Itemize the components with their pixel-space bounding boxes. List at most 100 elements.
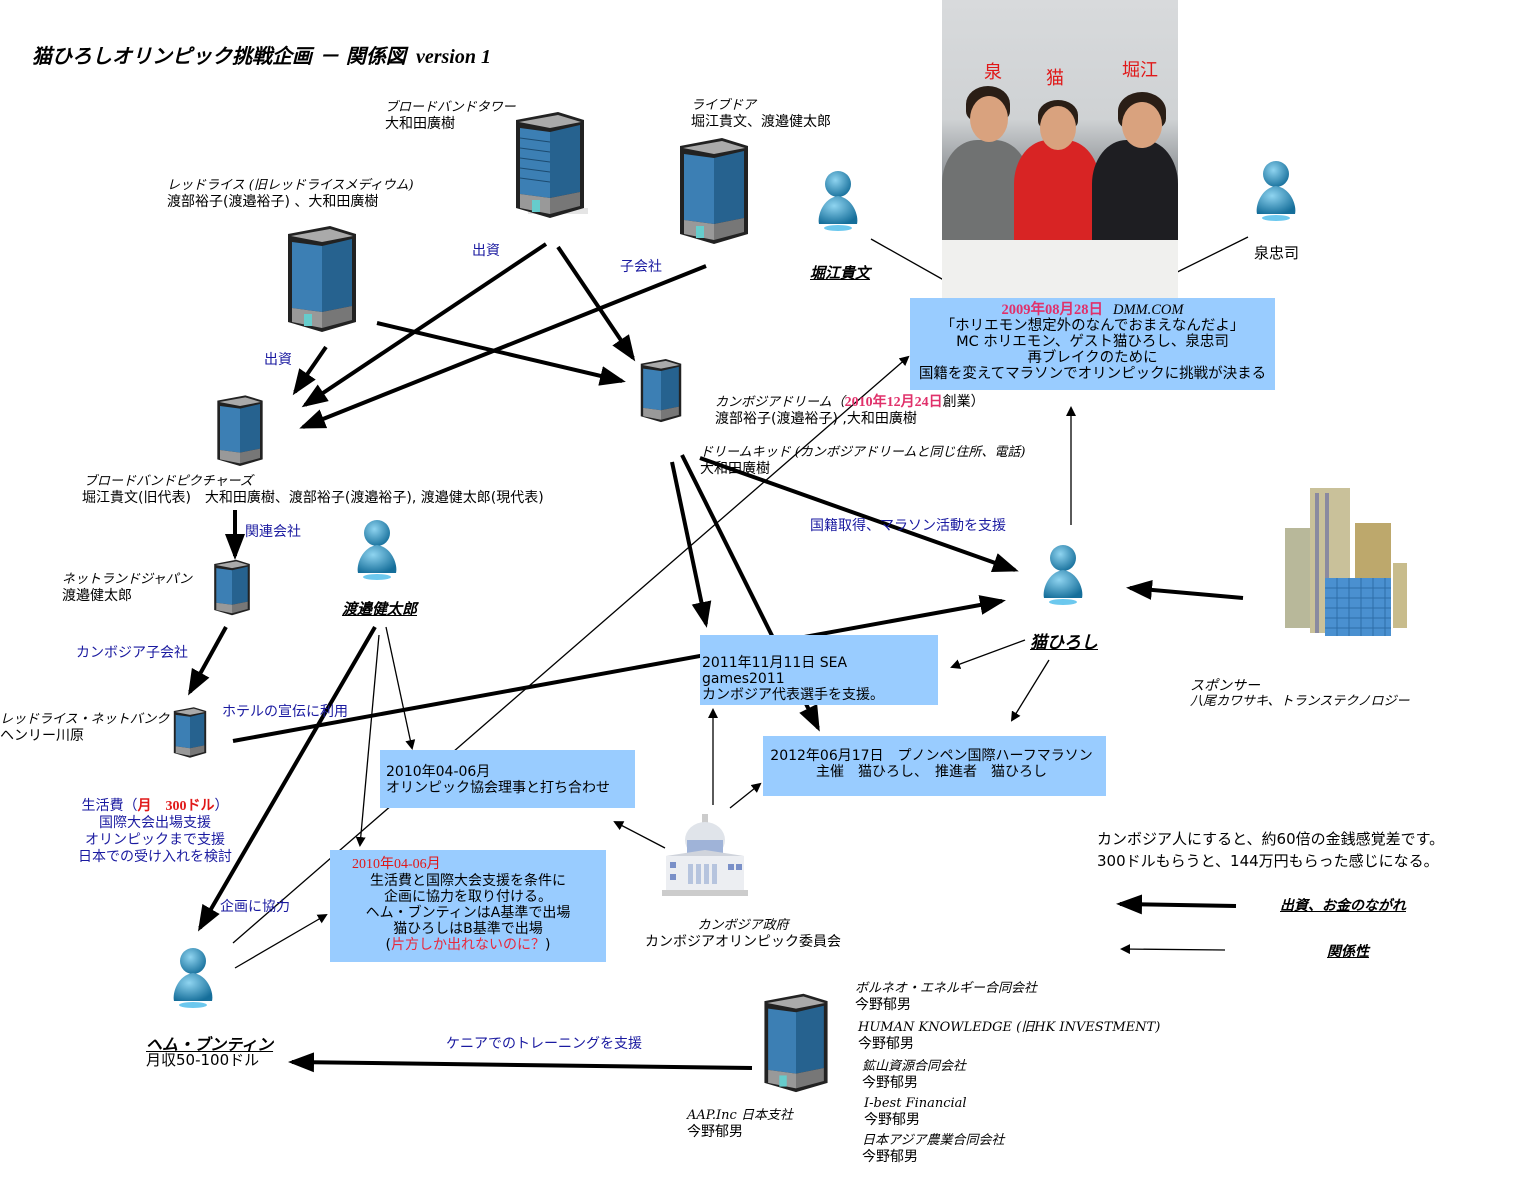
- edge-neko-to-phnompenh: [1010, 659, 1050, 722]
- company-people: 今野郁男: [858, 1036, 914, 1052]
- building-icon: [764, 993, 828, 1093]
- sponsor-names: 八尾カワサキ、トランステクノロジー: [1190, 694, 1410, 709]
- edge-netbank-to-neko: [232, 595, 1006, 743]
- edge-hem-to-dmm: [232, 355, 910, 944]
- company-name: 鉱山資源合同会社: [862, 1059, 967, 1074]
- label-dream-kid: ドリームキッド (カンボジアドリームと同じ住所、電話) 大和田廣樹: [700, 445, 1026, 477]
- company-name: ネットランドジャパン: [62, 572, 193, 587]
- building-icon: [217, 395, 263, 466]
- legend-thick-line: [1116, 894, 1237, 915]
- office-towers-icon: [1285, 488, 1407, 636]
- company-name: カンボジアドリーム（: [715, 395, 845, 410]
- company-name: ブロードバンドピクチャーズ: [84, 474, 253, 489]
- event-date: 2010年04-06月: [352, 857, 441, 872]
- label-cambodia-dream: カンボジアドリーム（2010年12月24日創業） 渡部裕子(渡邉裕子) ,大和田…: [715, 394, 985, 427]
- title-version: version 1: [415, 46, 491, 68]
- edge-label-nationality-support: 国籍取得、マラソン活動を支援: [810, 518, 1006, 534]
- edge-dream-to-seagames: [670, 461, 712, 628]
- edge-dreamkid-to-neko: [699, 456, 1019, 573]
- building-icon: [288, 226, 356, 332]
- person-name-izumi: 泉忠司: [1254, 244, 1300, 262]
- company-name: レッドライス (旧レッドライスメディウム): [167, 178, 414, 193]
- edge-watanabe-to-agreement: [355, 634, 380, 847]
- edge-label-subsidiary: 子会社: [620, 259, 662, 275]
- legend-thin-line: [1120, 944, 1226, 955]
- edge-label-cambodia-subsidiary: カンボジア子会社: [76, 645, 188, 661]
- living-line: 日本での受け入れを検討: [78, 849, 232, 865]
- label-broadband-pictures: ブロードバンドピクチャーズ 堀江貴文(旧代表) 大和田廣樹、渡部裕子(渡邉裕子)…: [82, 474, 544, 506]
- event-source: DMM.COM: [1113, 302, 1184, 318]
- legend-relation: 関係性: [1327, 944, 1369, 960]
- title-text: 猫ひろしオリンピック挑戦企画 － 関係図: [32, 44, 406, 68]
- event-box-phnom-penh: 2012年06月17日 プノンペン国際ハーフマラソン 主催 猫ひろし、 推進者 …: [763, 736, 1106, 796]
- company-people: 渡部裕子(渡邉裕子) 、大和田廣樹: [167, 194, 379, 210]
- note-line: カンボジア人にすると、約60倍の金銭感覚差です。: [1097, 830, 1445, 848]
- living-suffix: ）: [214, 798, 229, 814]
- label-aap-related-1: HUMAN KNOWLEDGE (旧HK INVESTMENT) 今野郁男: [858, 1020, 1160, 1052]
- edge-label-invest-1: 出資: [472, 243, 500, 259]
- edge-watanabe-to-hem: [197, 625, 377, 932]
- founding-date: 2010年12月24日: [844, 395, 943, 410]
- edge-label-cooperate: 企画に協力: [220, 899, 290, 915]
- company-name: HUMAN KNOWLEDGE (旧HK INVESTMENT): [858, 1020, 1161, 1035]
- event-alert-note: 片方しか出れないのに？: [391, 937, 545, 953]
- person-icon-izumi: [1256, 161, 1296, 221]
- label-redrice: レッドライス (旧レッドライスメディウム) 渡部裕子(渡邉裕子) 、大和田廣樹: [167, 178, 414, 210]
- company-people: 今野郁男: [687, 1124, 743, 1140]
- company-people: 今野郁男: [864, 1112, 920, 1128]
- label-livedoor: ライブドア 堀江貴文、渡邉健太郎: [691, 98, 831, 130]
- event-line: 猫ひろしはB基準で出場: [393, 921, 543, 937]
- edge-livedoor-to-bbpictures: [299, 264, 707, 429]
- company-people: 今野郁男: [862, 1149, 918, 1165]
- company-name: ボルネオ・エネルギー合同会社: [855, 981, 1038, 996]
- company-people: 大和田廣樹: [385, 116, 455, 132]
- edge-sponsor-to-neko: [1126, 579, 1244, 600]
- building-icon: [173, 707, 207, 758]
- event-line: 主催 猫ひろし、 推進者 猫ひろし: [816, 764, 1047, 780]
- person-icon-watanabe: [357, 520, 397, 580]
- edge-label-hotel: ホテルの宣伝に利用: [222, 704, 348, 720]
- company-people: 堀江貴文(旧代表) 大和田廣樹、渡部裕子(渡邉裕子), 渡邉健太郎(現代表): [82, 490, 544, 506]
- event-line: オリンピック協会理事と打ち合わせ: [386, 780, 610, 796]
- company-people: 堀江貴文、渡邉健太郎: [691, 114, 831, 130]
- edge-redrice-to-bbpictures: [292, 345, 328, 396]
- photo-label-neko: 猫: [1046, 68, 1064, 89]
- edge-hem-to-agreement: [234, 913, 328, 969]
- edge-redrice-to-cambodiadream: [376, 321, 626, 386]
- edge-neko-to-seagames: [950, 639, 1026, 669]
- company-name: AAP.Inc 日本支社: [687, 1108, 793, 1123]
- company-name: レッドライス・ネットバンク: [0, 712, 170, 727]
- edge-gov-to-meeting: [613, 821, 666, 849]
- edge-netland-to-netbank: [188, 626, 228, 696]
- event-line: 2011年11月11日 SEA games2011: [702, 655, 848, 687]
- building-icon: [640, 359, 682, 423]
- event-box-agreement: 2010年04-06月 生活費と国際大会支援を条件に 企画に協力を取り付ける。 …: [330, 850, 606, 962]
- diagram-title: 猫ひろしオリンピック挑戦企画 － 関係図 version 1: [32, 40, 491, 69]
- label-netland-japan: ネットランドジャパン 渡邉健太郎: [62, 572, 192, 604]
- company-people: 大和田廣樹: [700, 461, 770, 477]
- legend-money-flow: 出資、お金のながれ: [1280, 898, 1406, 914]
- photo-three-people: 泉 猫 堀江: [942, 0, 1178, 298]
- edge-watanabe-to-meeting: [385, 626, 416, 750]
- person-icon-hem: [173, 948, 213, 1008]
- event-line: カンボジア代表選手を支援。: [702, 687, 884, 703]
- photo-label-horie: 堀江: [1122, 60, 1158, 81]
- event-line: 2012年06月17日 プノンペン国際ハーフマラソン: [770, 748, 1093, 764]
- company-people: 渡邉健太郎: [62, 588, 132, 604]
- event-box-sea-games: 2011年11月11日 SEA games2011 カンボジア代表選手を支援。: [700, 635, 938, 705]
- building-icon: [214, 559, 250, 616]
- label-aap: AAP.Inc 日本支社 今野郁男: [687, 1108, 793, 1140]
- living-line: オリンピックまで支援: [85, 832, 225, 848]
- company-name: ドリームキッド (カンボジアドリームと同じ住所、電話): [700, 445, 1026, 460]
- label-government: カンボジア政府 カンボジアオリンピック委員会: [645, 918, 841, 950]
- olympic-committee-name: カンボジアオリンピック委員会: [645, 934, 841, 950]
- event-line: 生活費と国際大会支援を条件に: [370, 873, 566, 889]
- event-date: 2009年08月28日: [1001, 302, 1104, 318]
- label-aap-related-0: ボルネオ・エネルギー合同会社 今野郁男: [855, 981, 1037, 1013]
- living-line: 国際大会出場支援: [99, 815, 211, 831]
- person-name-hem: ヘム・ブンティン: [146, 1035, 274, 1054]
- company-name: ブロードバンドタワー: [385, 100, 516, 115]
- note-paren: ): [545, 937, 551, 953]
- person-icon-neko: [1043, 545, 1083, 605]
